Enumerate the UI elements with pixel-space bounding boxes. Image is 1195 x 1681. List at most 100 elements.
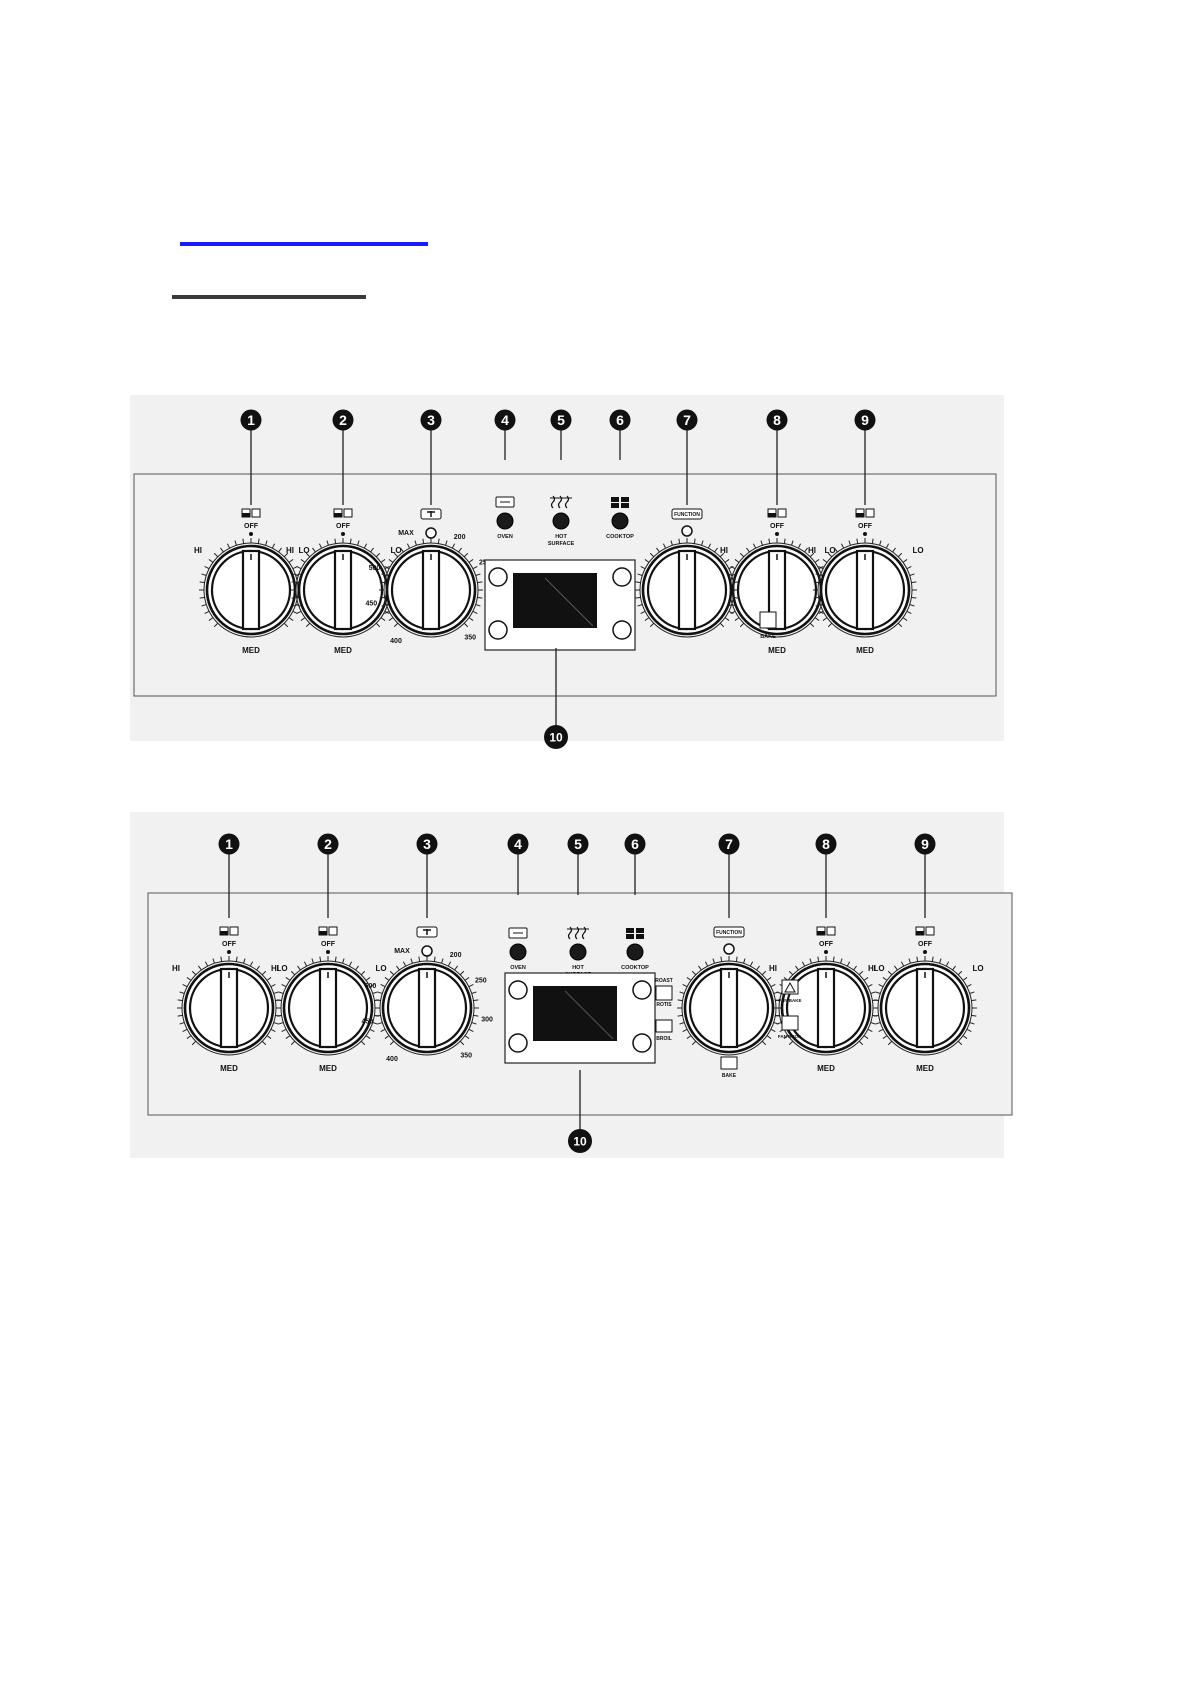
dial-tick	[809, 552, 815, 558]
dial-tick	[261, 1040, 267, 1046]
callout-label: 10	[549, 731, 563, 745]
dial-tick	[682, 1028, 688, 1033]
dial-tick	[204, 610, 210, 615]
dial-tick	[788, 970, 794, 976]
dial-tick	[326, 540, 329, 546]
callout-badge	[854, 409, 876, 431]
temp-scale-label-1: 250	[475, 977, 487, 984]
dial-tick	[288, 559, 294, 563]
dial-tick	[809, 622, 815, 628]
dial-tick	[375, 1014, 381, 1017]
dial-tick	[414, 540, 417, 546]
control-panel-1: 123456789OFFHILOMEDOFFHILOMEDMAX20025030…	[133, 409, 997, 749]
callout-number-9: 9	[854, 409, 876, 505]
dial-tick	[375, 552, 381, 558]
temp-scale-label-4: 400	[386, 1056, 398, 1063]
dial-tick	[939, 958, 942, 964]
callout-badge	[766, 409, 788, 431]
dial-tick	[342, 958, 345, 964]
dial-tick	[775, 999, 781, 1002]
display-button-0	[488, 567, 508, 587]
burner-knob-dial	[177, 956, 281, 1056]
dial-tick	[704, 961, 709, 967]
dial-tick	[768, 538, 771, 544]
dial-tick	[887, 1040, 893, 1046]
callout-number-5: 5	[550, 409, 572, 460]
callout-number-10: 10	[544, 648, 568, 749]
knob-grip	[855, 549, 875, 631]
callout-number-7: 7	[718, 833, 740, 918]
dial-tick	[730, 565, 736, 570]
dial-tick	[719, 552, 725, 558]
dial-tick	[679, 991, 685, 994]
burner-position-icon	[915, 926, 935, 936]
dial-tick	[731, 573, 737, 576]
broil-icon	[655, 1019, 673, 1033]
dial-tick	[867, 983, 873, 988]
callout-label: 9	[921, 836, 929, 852]
dial-tick	[380, 559, 386, 563]
fan-broil-icon	[781, 1015, 799, 1031]
burner-knob-hi-label: HI	[720, 546, 728, 555]
burner-position-icon	[318, 926, 338, 936]
dial-tick	[761, 1040, 767, 1046]
screen-glare	[544, 577, 594, 627]
temp-scale-label-6: 500	[369, 565, 381, 572]
dial-tick	[468, 983, 474, 988]
dial-tick	[393, 552, 399, 558]
dial-tick	[662, 543, 667, 549]
dial-tick	[296, 610, 302, 615]
callout-badge	[609, 409, 631, 431]
callout-label: 3	[423, 836, 431, 852]
bake-icon	[759, 611, 777, 629]
burner-knob-dial	[725, 538, 829, 638]
dial-tick	[281, 1028, 287, 1033]
dial-tick	[827, 622, 833, 628]
dial-tick	[804, 547, 808, 553]
dial-tick	[720, 956, 723, 962]
dial-tick	[691, 970, 697, 976]
dial-tick	[463, 552, 469, 558]
dial-tick	[291, 596, 297, 599]
dial-tick	[761, 970, 767, 976]
callout-badge	[567, 833, 589, 855]
dial-tick	[858, 1040, 864, 1046]
dial-tick	[827, 552, 833, 558]
dial-tick	[693, 538, 696, 544]
dial-tick	[814, 617, 820, 621]
blue-underline-rule	[180, 242, 428, 246]
dial-tick	[712, 958, 715, 964]
dial-tick	[220, 547, 224, 553]
burner-knob-off-label: OFF	[222, 941, 237, 948]
dial-tick	[418, 956, 421, 962]
indicator-light-lamp	[611, 512, 629, 530]
dial-tick	[389, 1040, 395, 1046]
indicator-light-lamp	[552, 512, 570, 530]
dial-tick	[186, 1035, 192, 1039]
dial-tick	[691, 1040, 697, 1046]
dial-tick	[290, 970, 296, 976]
roast-label: ROAST	[655, 978, 673, 984]
temp-indicator-light	[421, 945, 433, 957]
hot-surface-icon	[550, 495, 572, 509]
temp-scale-label-6: 500	[365, 983, 377, 990]
callout-number-4: 4	[507, 833, 529, 895]
burner-knob-lo-label: LO	[912, 546, 923, 555]
off-dot	[775, 532, 779, 536]
dial-tick	[719, 622, 725, 628]
callout-badge	[544, 725, 568, 749]
dial-tick	[204, 565, 210, 570]
dial-tick	[179, 991, 185, 994]
dial-tick	[198, 965, 202, 971]
dial-tick	[468, 617, 474, 621]
dial-tick	[701, 540, 704, 546]
dial-tick	[454, 965, 458, 971]
burner-position-icon	[219, 926, 239, 936]
dial-tick	[270, 983, 276, 988]
dial-tick	[311, 958, 314, 964]
dial-tick	[908, 958, 911, 964]
